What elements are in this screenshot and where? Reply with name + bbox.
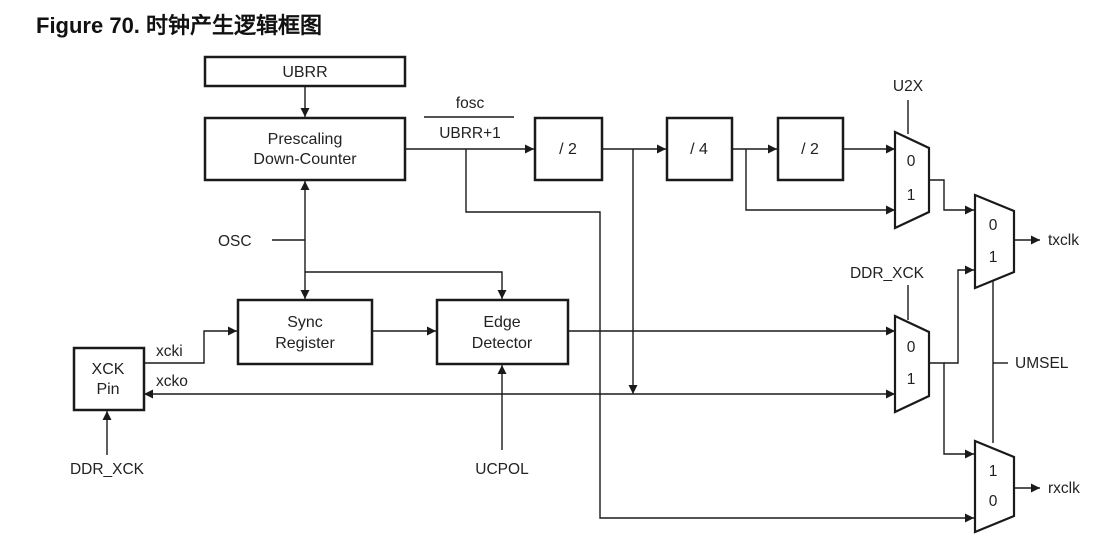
fosc-label: fosc (456, 95, 485, 112)
sync-register-block: Sync Register (236, 298, 374, 366)
divide-by-4-label: / 4 (690, 141, 708, 158)
prescaler-label-line2: Down-Counter (253, 151, 357, 168)
txclk-mux-input-0: 0 (989, 217, 998, 234)
wires (102, 86, 1040, 523)
edge-detector-block: Edge Detector (435, 298, 570, 366)
figure-number: Figure 70. (36, 13, 140, 38)
xcko-label: xcko (156, 373, 188, 390)
u2x-mux-input-0: 0 (907, 153, 916, 170)
sync-register-label-line1: Sync (287, 314, 323, 331)
txclk-mux-input-1: 1 (989, 249, 998, 266)
ddr-xck-pin-label: DDR_XCK (70, 461, 145, 478)
divide-by-2-label-a: / 2 (559, 141, 577, 158)
u2x-label: U2X (893, 78, 924, 95)
rxclk-mux-input-0: 0 (989, 493, 998, 510)
u2x-mux: 0 1 (893, 130, 931, 230)
u2x-mux-input-1: 1 (907, 187, 916, 204)
divide-by-2-label-b: / 2 (801, 141, 819, 158)
divide-by-2-block-a: / 2 (533, 116, 604, 182)
edge-detector-label-line1: Edge (483, 314, 520, 331)
edge-detector-label-line2: Detector (472, 335, 533, 352)
ubrr-plus-1-label: UBRR+1 (439, 125, 501, 142)
sync-register-label-line2: Register (275, 335, 335, 352)
ddr-mux-input-0: 0 (907, 339, 916, 356)
xck-pin-block: XCK Pin (72, 346, 146, 412)
rxclk-mux-input-1: 1 (989, 463, 998, 480)
figure-title: 时钟产生逻辑框图 (146, 14, 323, 39)
prescaler-label-line1: Prescaling (268, 131, 343, 148)
ubrr-label: UBRR (282, 64, 327, 81)
ddr-mux-input-1: 1 (907, 371, 916, 388)
divide-by-2-block-b: / 2 (776, 116, 845, 182)
ucpol-label: UCPOL (475, 461, 529, 478)
ddr-xck-mux-label: DDR_XCK (850, 265, 925, 282)
ubrr-block: UBRR (203, 55, 407, 88)
umsel-label: UMSEL (1015, 355, 1069, 372)
rxclk-mux: 1 0 (973, 439, 1016, 534)
ddr-xck-mux: 0 1 (893, 314, 931, 414)
rxclk-label: rxclk (1048, 480, 1080, 497)
signal-labels: fosc UBRR+1 OSC xcki xcko DDR_XCK UCPOL … (70, 78, 1080, 497)
figure-caption: Figure 70. 时钟产生逻辑框图 (36, 8, 322, 40)
xck-pin-label-line2: Pin (96, 381, 119, 398)
txclk-mux: 0 1 (973, 193, 1016, 290)
txclk-label: txclk (1048, 232, 1079, 249)
xck-pin-label-line1: XCK (92, 361, 125, 378)
osc-label: OSC (218, 233, 252, 250)
divide-by-4-block: / 4 (665, 116, 734, 182)
prescaler-block: Prescaling Down-Counter (203, 116, 407, 182)
xcki-label: xcki (156, 343, 183, 360)
